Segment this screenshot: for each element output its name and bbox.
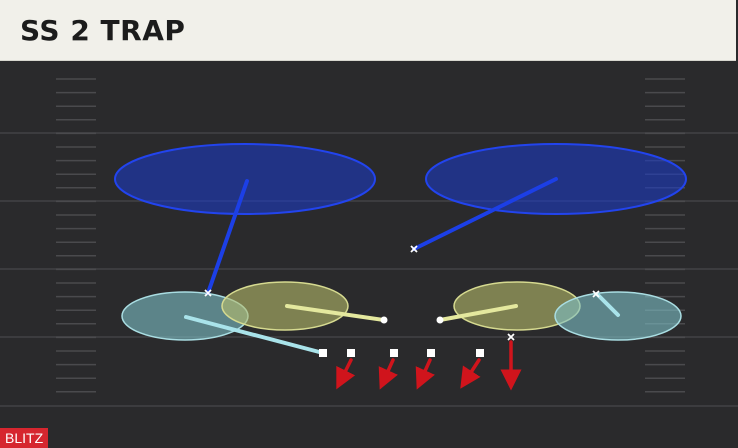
flat-right-assignment [595, 292, 620, 317]
hook-left-assignment [285, 304, 386, 322]
lineman [347, 349, 355, 357]
deep-defender-right [410, 245, 418, 253]
deep-defender-left [204, 289, 212, 297]
deep-zone-left [114, 143, 376, 215]
lineman [476, 349, 484, 357]
field-surface [0, 62, 738, 448]
play-diagram [0, 62, 738, 448]
rush-arrows [336, 340, 522, 391]
rush-arrow-3 [415, 358, 435, 390]
rush-arrow-1 [336, 358, 356, 390]
rusher-edge [507, 333, 515, 341]
flat-left-assignment [184, 315, 325, 355]
rush-arrow-4 [460, 358, 481, 389]
assignment-lines [184, 177, 620, 355]
rush-arrow-2 [378, 358, 398, 390]
lineman [319, 349, 327, 357]
deep-left-assignment [206, 179, 249, 295]
flat-defender-right [592, 290, 600, 298]
hook-right-assignment [438, 304, 518, 322]
hook-defender-right [436, 316, 444, 324]
blitz-badge: BLITZ [0, 428, 49, 448]
title-bar: SS 2 TRAP [0, 0, 736, 61]
play-title: SS 2 TRAP [20, 14, 186, 47]
lineman [427, 349, 435, 357]
defender-markers [204, 245, 600, 357]
lineman [390, 349, 398, 357]
hook-defender-left [380, 316, 388, 324]
deep-right-assignment [412, 177, 558, 251]
hash-marks-left [56, 78, 96, 393]
